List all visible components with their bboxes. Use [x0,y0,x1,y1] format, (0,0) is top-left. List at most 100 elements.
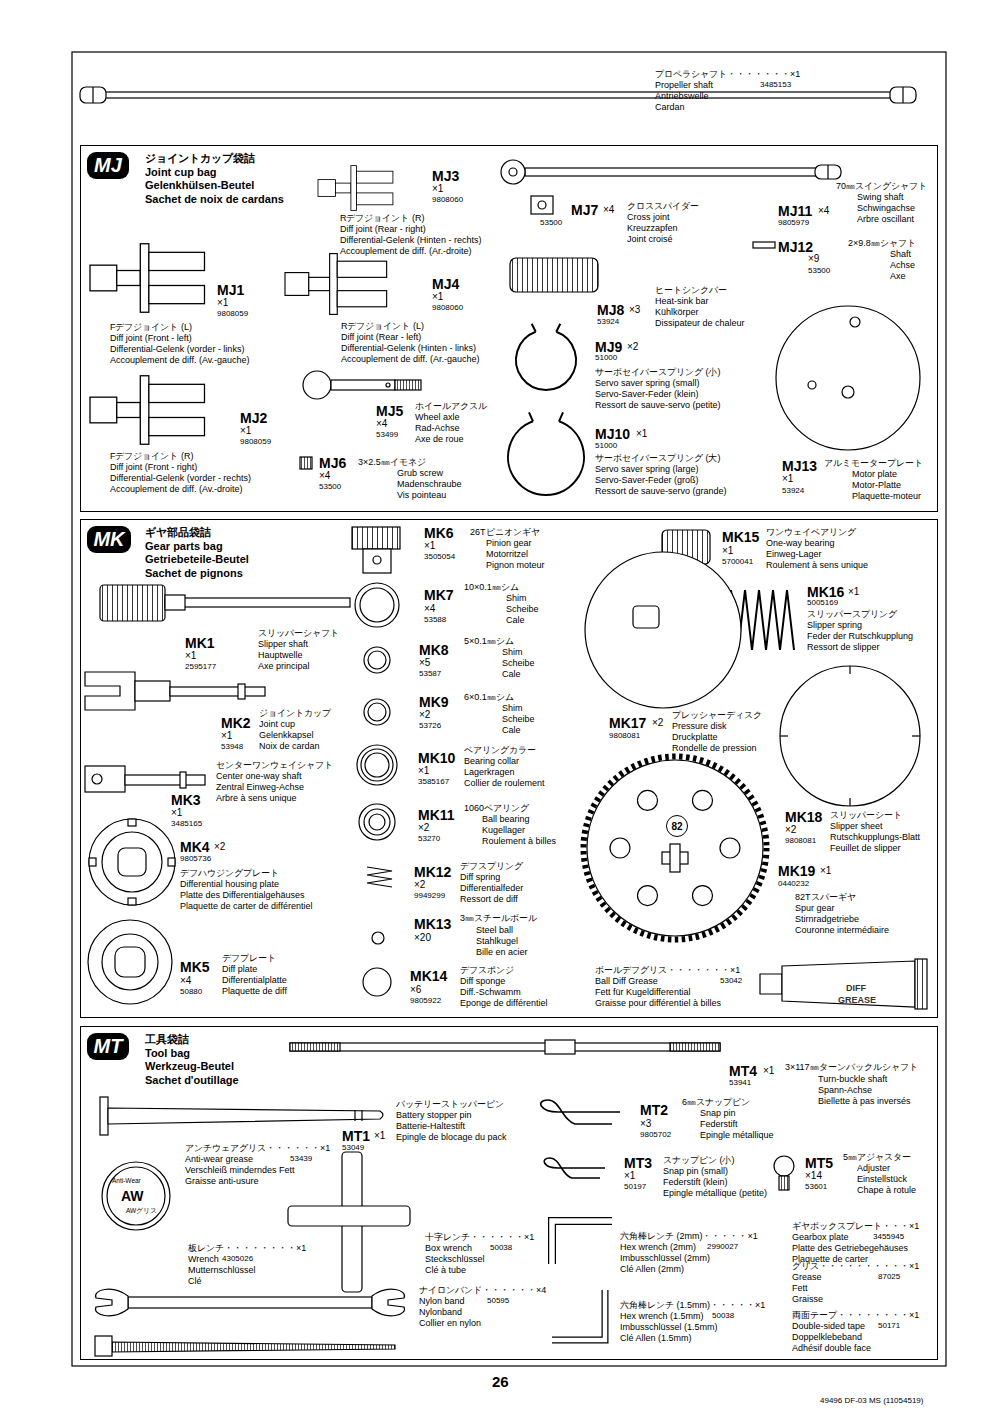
part-code: MJ4 [432,277,459,291]
part-description: Plaquette de diff [222,986,287,997]
bag-heading: Sachet de pignons [145,567,243,581]
part-number: 9808060 [432,303,463,313]
adjuster-drawing [774,1156,794,1176]
part-description: ナイロンバンド・・・・・・×4 [419,1285,546,1296]
part-description: サーボセイバースプリング (大) [595,453,721,464]
part-description: Cale [502,725,521,736]
wheel-axle-drawing [303,371,421,399]
nylon-band-drawing [95,1336,395,1356]
part-code: MK10 [418,751,455,765]
part-description: Graisse [792,1294,823,1305]
spur-gear-drawing [584,757,767,940]
part-number: 2990027 [707,1242,738,1252]
bag-heading: Sachet de noix de cardans [145,193,284,207]
motor-plate-drawing [808,381,816,389]
diff-joint-drawing [90,166,393,445]
part-description: Epingle métallique [700,1130,774,1141]
part-description: Differentialfeder [460,883,523,894]
part-description: Cale [502,669,521,680]
turnbuckle-drawing [290,1040,720,1054]
part-code: MT3 [624,1156,652,1170]
part-code: MK19 [778,864,815,878]
part-number: 3485153 [760,80,791,90]
nylon-band-drawing [112,1342,395,1352]
part-description: Steckschlüssel [425,1254,485,1265]
box-wrench-drawing [288,1152,410,1292]
bag-heading: Werkzeug-Beutel [145,1060,234,1074]
part-description: Accouplement de diff. (Ar.-droite) [340,246,471,257]
part-description: Fデフジョイント (L) [110,322,192,333]
part-description: Cale [506,615,525,626]
part-description: Federstift (klein) [663,1177,728,1188]
quantity: ×1 [432,183,443,195]
shim-drawing [368,703,386,721]
part-description: ヒートシンクバー [655,285,727,296]
part-description: Ressort de sauve-servo (petite) [595,400,721,411]
part-number: 9949299 [414,891,445,901]
housing-plate-drawing [89,819,175,905]
slipper-shaft-drawing [100,585,350,621]
part-description: Federstift [700,1119,738,1130]
propeller-shaft [92,87,93,103]
swing-shaft-drawing [815,165,841,179]
part-description: クロススパイダー [627,201,699,212]
diff-joint-drawing [90,376,204,444]
quantity: ×4 [180,975,191,987]
quantity: ×4 [319,470,330,482]
diff-sponge-drawing [363,968,391,996]
part-description: アルミモータープレート [824,458,923,469]
housing-plate-drawing [89,858,96,866]
bag-badge: MT [87,1033,129,1060]
part-description: Clé Allen (2mm) [620,1264,684,1275]
part-description: ワンウェイベアリング [766,527,856,538]
housing-plate-drawing [128,898,136,905]
snap-pin-drawing [541,1100,620,1178]
diff-plate-drawing [102,934,158,990]
adjuster-drawing [774,1156,794,1190]
shim-drawing [364,699,390,725]
pressure-disk-drawing [633,606,659,628]
part-description: サーボセイバースプリング (小) [595,367,721,378]
part-description: スリッパースプリング [807,609,897,620]
part-description: 六角棒レンチ (2mm)・・・・・×1 [620,1231,758,1242]
part-description: Servo-Saver-Feder (klein) [595,389,699,400]
part-description: Motor plate [852,469,897,480]
part-number: 9808060 [432,195,463,205]
part-description: Slipper sheet [830,821,883,832]
part-number: 53500 [319,482,341,492]
bag-heading: 工具袋詰 [145,1033,189,1047]
wheel-axle-drawing [303,371,331,399]
part-description: Snap pin (small) [663,1166,728,1177]
bearing-drawing [361,749,393,781]
wrench-drawing [372,1289,405,1316]
diff-spring-drawing [367,867,392,887]
joint-cup-drawing [238,684,245,699]
heat-sink-drawing [510,258,598,292]
tooth-count-circle: 82 [666,815,688,837]
part-description: 3㎜スチールボール [460,913,537,924]
part-description: Ressort de sauve-servo (grande) [595,486,727,497]
quantity: ×2 [652,717,663,729]
part-description: Joint croisé [627,234,673,245]
part-code: MJ10 [595,427,630,441]
part-description: ジョイントカップ [259,708,331,719]
part-description: Schwingachse [857,203,915,214]
part-description: Batterie-Haltestift [396,1121,465,1132]
part-number: 53049 [342,1143,364,1153]
part-description: Collier de roulement [464,778,545,789]
quantity: ×1 [636,428,647,440]
shaft-drawing [753,242,775,248]
part-description: 6×0.1㎜シム [464,692,514,703]
part-number: 5005169 [807,598,838,608]
part-description: Heat-sink bar [655,296,709,307]
part-description: Epingle métallique (petite) [663,1188,767,1199]
part-number: 53941 [729,1078,751,1088]
part-description: Noix de cardan [259,741,320,752]
part-description: Biellette à pas inversés [818,1096,911,1107]
bag-code: MJ [94,152,122,179]
part-description: Scheibe [506,604,539,615]
part-description: Motor-Platte [852,480,901,491]
quantity: ×3 [640,1118,651,1130]
one-way-shaft-drawing [85,766,205,792]
